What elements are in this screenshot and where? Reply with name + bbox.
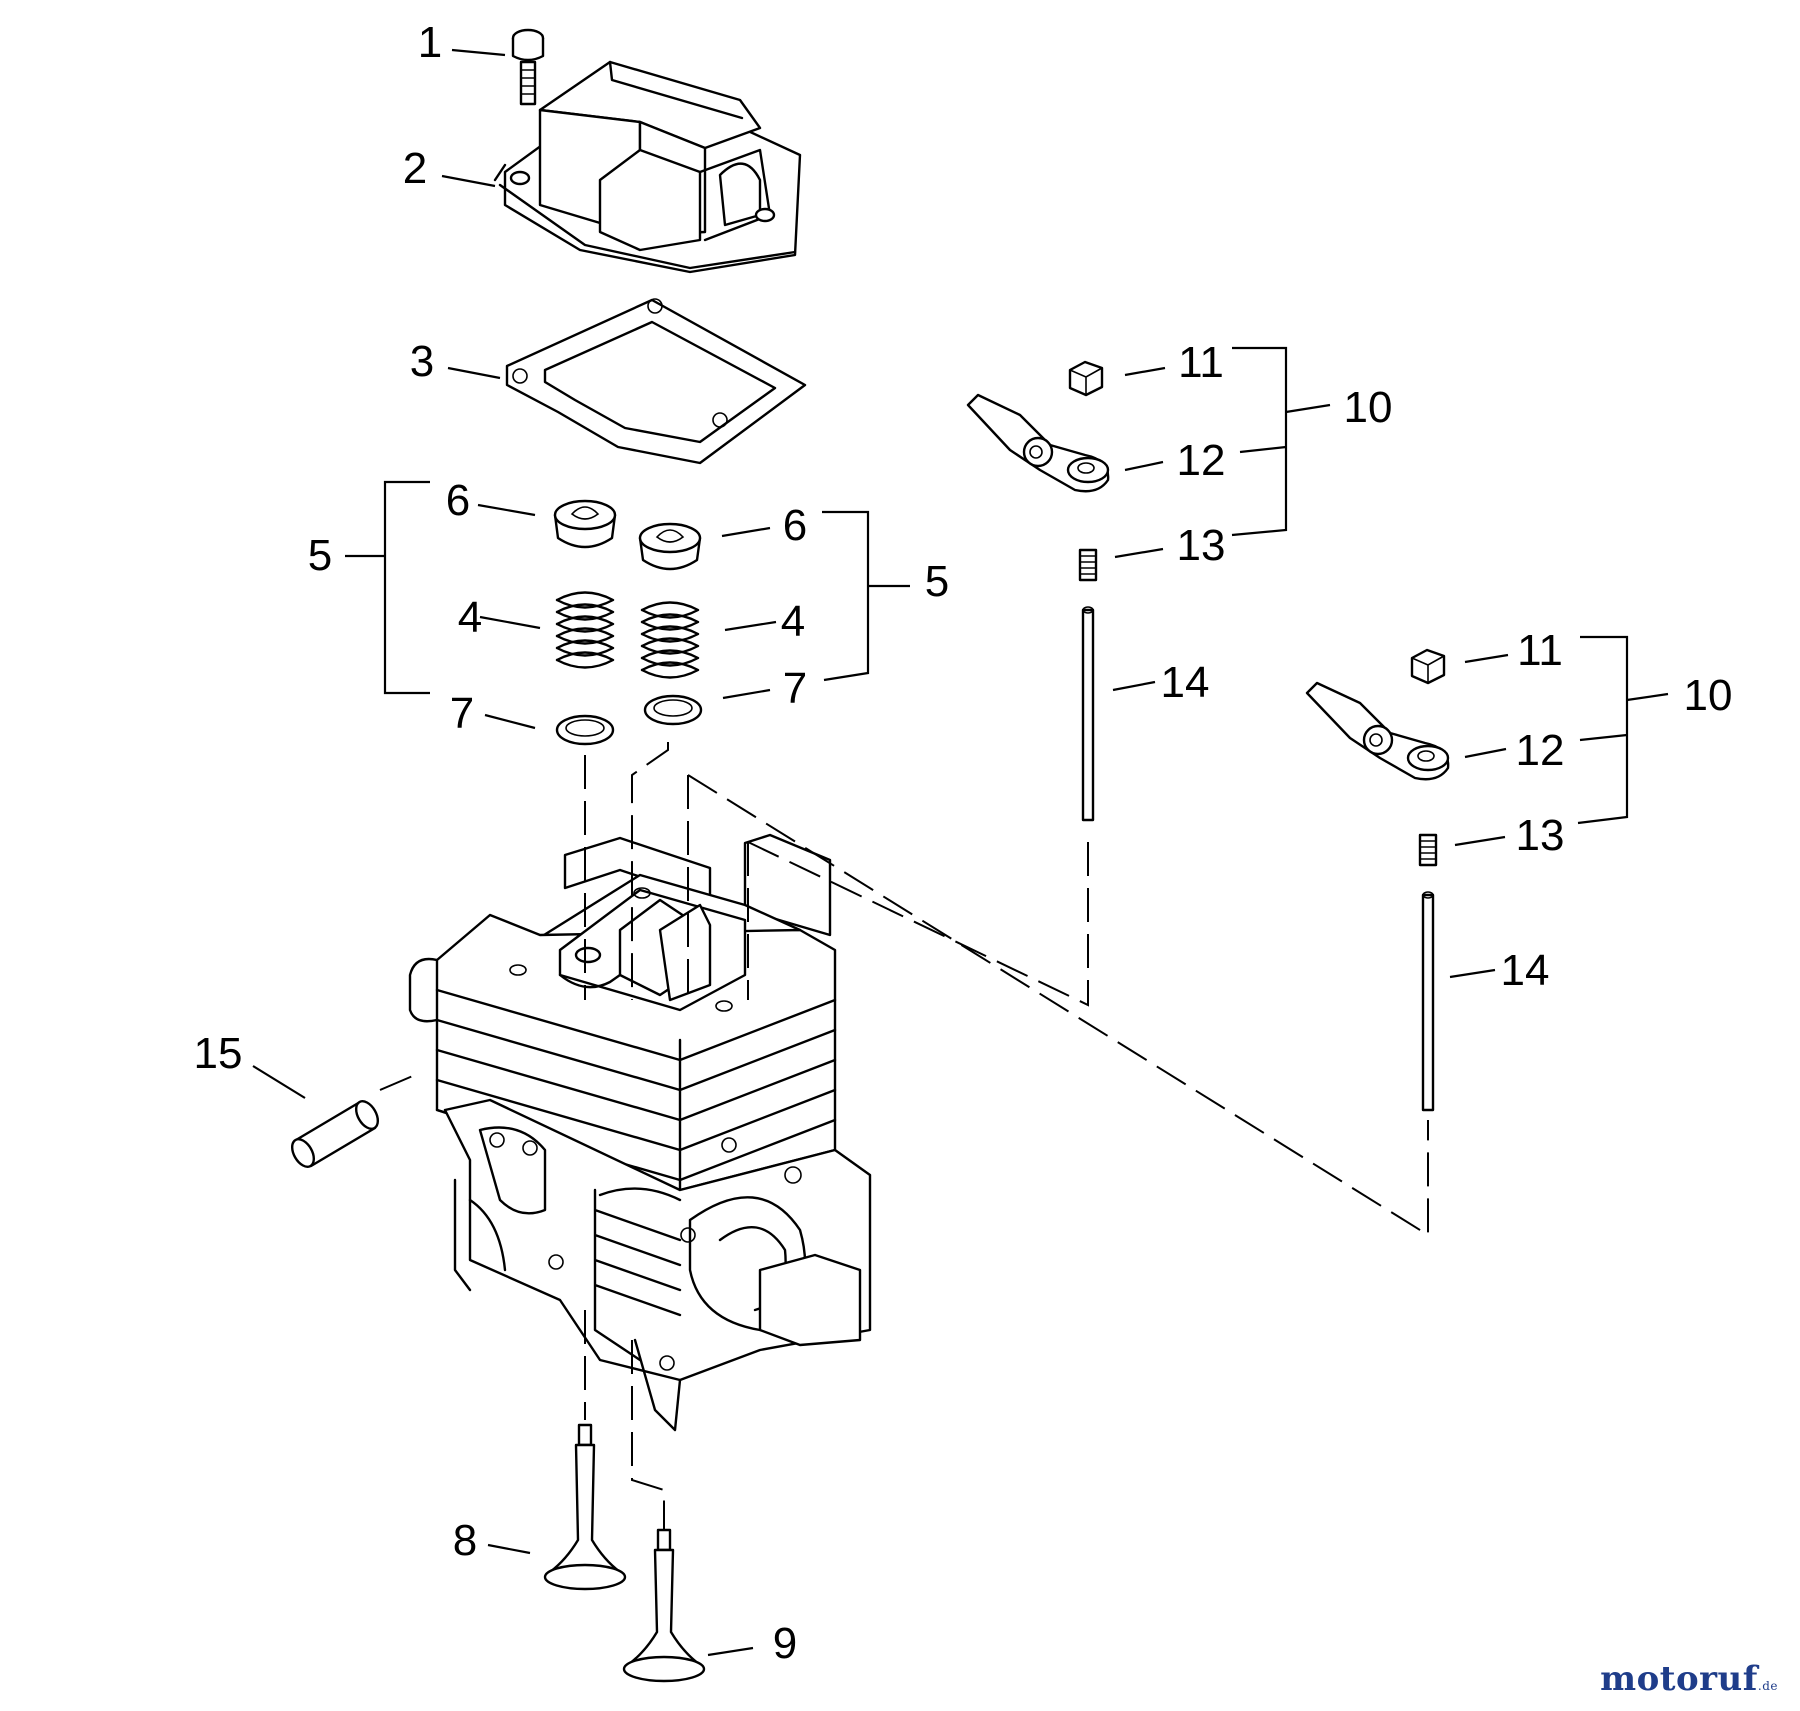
callout-6-left: 6	[446, 476, 470, 525]
callout-13-b: 13	[1516, 811, 1565, 860]
valve-spring-right	[640, 601, 700, 679]
callout-3: 3	[410, 337, 434, 386]
callout-11-b: 11	[1517, 626, 1563, 675]
bolt-part	[511, 28, 545, 106]
callout-4-left: 4	[458, 593, 482, 642]
callout-12-a: 12	[1177, 436, 1226, 485]
callout-14-a: 14	[1161, 658, 1210, 707]
spring-retainer-left	[553, 499, 617, 549]
callout-9: 9	[773, 1619, 797, 1668]
callout-5-right: 5	[925, 557, 949, 606]
callout-10-a: 10	[1344, 383, 1393, 432]
nut-part-1	[1068, 360, 1104, 397]
valve-part-8	[543, 1423, 627, 1591]
callout-labels: 1 2 3 6 5 4 7 6 5 4 7 11 10 12 13 14 11 …	[194, 18, 1733, 1668]
callout-6-right: 6	[783, 501, 807, 550]
callout-4-right: 4	[781, 597, 805, 646]
push-rod-part-1	[1081, 606, 1095, 822]
callout-7-left: 7	[450, 689, 474, 738]
adjuster-part-1	[1078, 548, 1098, 582]
callout-15: 15	[194, 1029, 243, 1078]
leader-lines	[252, 48, 1669, 1657]
callout-2: 2	[403, 144, 427, 193]
valve-cover-part	[493, 60, 802, 274]
washer-left	[555, 714, 615, 746]
assembly-lines	[379, 742, 1429, 1530]
gasket-part	[505, 298, 807, 465]
valve-spring-left	[555, 591, 615, 669]
dowel-pin-part	[290, 1100, 380, 1168]
callout-10-b: 10	[1684, 671, 1733, 720]
spring-retainer-right	[638, 522, 702, 571]
callout-11-a: 11	[1178, 338, 1224, 387]
callout-13-a: 13	[1177, 521, 1226, 570]
callout-8: 8	[453, 1516, 477, 1565]
rocker-arm-part-2	[1305, 681, 1450, 781]
valve-part-9	[622, 1528, 706, 1683]
nut-part-2	[1410, 648, 1446, 685]
callout-1: 1	[418, 18, 442, 67]
cylinder-part	[408, 833, 872, 1432]
adjuster-part-2	[1418, 833, 1438, 867]
callout-12-b: 12	[1516, 726, 1565, 775]
watermark-suffix: .de	[1757, 1679, 1778, 1693]
washer-right	[643, 694, 703, 726]
watermark-logo: motoruf.de	[1600, 1659, 1778, 1699]
watermark-text: motoruf	[1600, 1659, 1758, 1699]
callout-14-b: 14	[1501, 946, 1550, 995]
push-rod-part-2	[1421, 891, 1435, 1112]
callout-7-right: 7	[783, 664, 807, 713]
callout-5-left: 5	[308, 531, 332, 580]
rocker-arm-part-1	[966, 393, 1110, 493]
